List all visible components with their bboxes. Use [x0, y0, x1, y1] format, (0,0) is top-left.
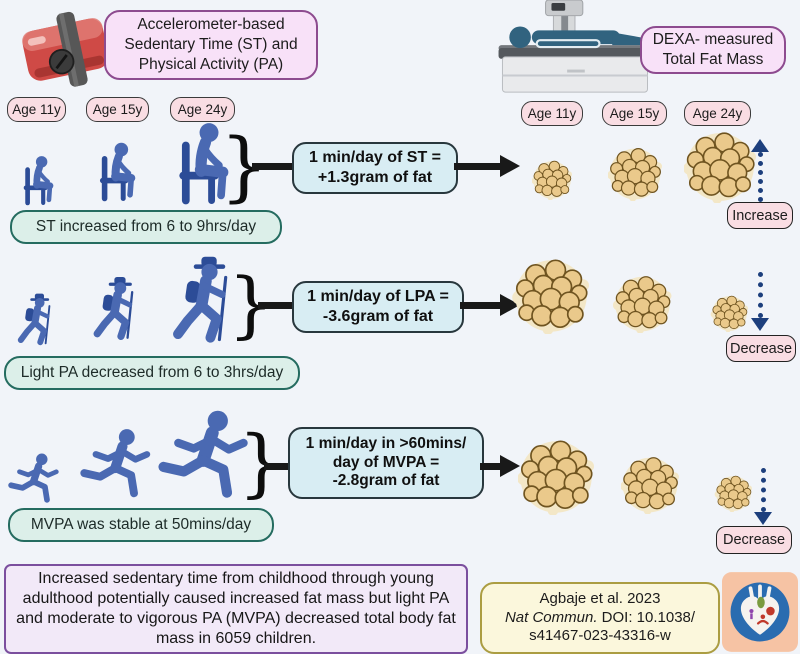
dexa-title-box: DEXA- measured Total Fat Mass — [640, 26, 786, 74]
running-person-icon — [80, 424, 152, 502]
effect-box-mvpa: 1 min/day in >60mins/ day of MVPA = -2.8… — [288, 427, 484, 499]
caption-mvpa: MVPA was stable at 50mins/day — [8, 508, 274, 542]
citation-line: s41467-023-43316-w — [529, 627, 671, 645]
effect-line: 1 min/day of LPA = — [307, 288, 449, 306]
accel-title-line: Physical Activity (PA) — [138, 55, 284, 73]
right-arrow-icon — [500, 155, 520, 177]
connector-line — [258, 302, 294, 309]
trend-badge-increase: Increase — [727, 202, 793, 229]
decrease-arrow-shaft — [761, 468, 766, 512]
dexa-scanner-icon — [498, 0, 652, 93]
decrease-arrow-icon — [751, 318, 769, 331]
fat-cells-cluster-small — [714, 475, 753, 512]
right-arrow-icon — [500, 455, 520, 477]
fat-cells-cluster-large — [518, 439, 594, 515]
effect-line: -2.8gram of fat — [332, 472, 440, 490]
trend-badge-decrease: Decrease — [726, 335, 796, 362]
effect-box-st: 1 min/day of ST = +1.3gram of fat — [292, 142, 458, 194]
accel-title-line: Sedentary Time (ST) and — [124, 36, 298, 54]
accel-title-line: Accelerometer-based — [137, 16, 285, 34]
citation-line: Agbaje et al. 2023 — [539, 589, 661, 607]
fat-cells-cluster-large — [684, 131, 756, 203]
sitting-person-icon — [86, 134, 148, 206]
effect-box-lpa: 1 min/day of LPA = -3.6gram of fat — [292, 281, 464, 333]
arrow-shaft — [480, 463, 502, 470]
heart-society-logo — [722, 572, 798, 652]
summary-box: Increased sedentary time from childhood … — [4, 564, 468, 654]
accelerometer-title-box: Accelerometer-based Sedentary Time (ST) … — [104, 10, 318, 80]
age-label-right-11y: Age 11y — [521, 101, 583, 126]
effect-line: 1 min/day in >60mins/ — [305, 434, 467, 452]
arrow-shaft — [454, 163, 502, 170]
increase-arrow-icon — [751, 139, 769, 152]
hiking-person-icon — [10, 288, 64, 350]
running-person-icon — [158, 406, 250, 502]
decrease-arrow-icon — [754, 512, 772, 525]
fat-cells-cluster-small — [710, 295, 749, 332]
caption-lpa: Light PA decreased from 6 to 3hrs/day — [4, 356, 300, 390]
fat-cells-cluster-medium — [608, 147, 662, 201]
fat-cells-cluster-large — [512, 258, 590, 334]
increase-arrow-shaft — [758, 152, 763, 202]
arrow-shaft — [460, 302, 502, 309]
decrease-arrow-shaft — [758, 272, 763, 318]
connector-line — [252, 163, 294, 170]
trend-badge-decrease: Decrease — [716, 526, 792, 554]
fat-cells-cluster-medium — [621, 456, 679, 514]
dexa-title-line: Total Fat Mass — [662, 51, 764, 68]
effect-line: -3.6gram of fat — [322, 308, 434, 325]
age-label-left-15y: Age 15y — [86, 97, 149, 122]
hiking-person-icon — [84, 266, 150, 350]
effect-line: 1 min/day of ST = — [308, 149, 442, 167]
citation-line: Nat Commun. DOI: 10.1038/ — [504, 608, 696, 626]
effect-line: +1.3gram of fat — [317, 169, 433, 186]
age-label-right-24y: Age 24y — [684, 101, 751, 126]
effect-line: day of MVPA = — [332, 453, 440, 471]
running-person-icon — [8, 452, 60, 504]
caption-st: ST increased from 6 to 9hrs/day — [10, 210, 282, 244]
citation-box: Agbaje et al. 2023 Nat Commun. DOI: 10.1… — [480, 582, 720, 654]
dexa-title-line: DEXA- measured — [652, 31, 774, 49]
sitting-person-icon — [12, 152, 64, 206]
accelerometer-device-icon — [22, 11, 109, 87]
connector-line — [264, 463, 294, 470]
age-label-right-15y: Age 15y — [602, 101, 667, 126]
age-label-left-11y: Age 11y — [7, 97, 66, 122]
fat-cells-cluster-small — [532, 160, 572, 200]
fat-cells-cluster-medium — [613, 275, 672, 333]
age-label-left-24y: Age 24y — [170, 97, 235, 122]
